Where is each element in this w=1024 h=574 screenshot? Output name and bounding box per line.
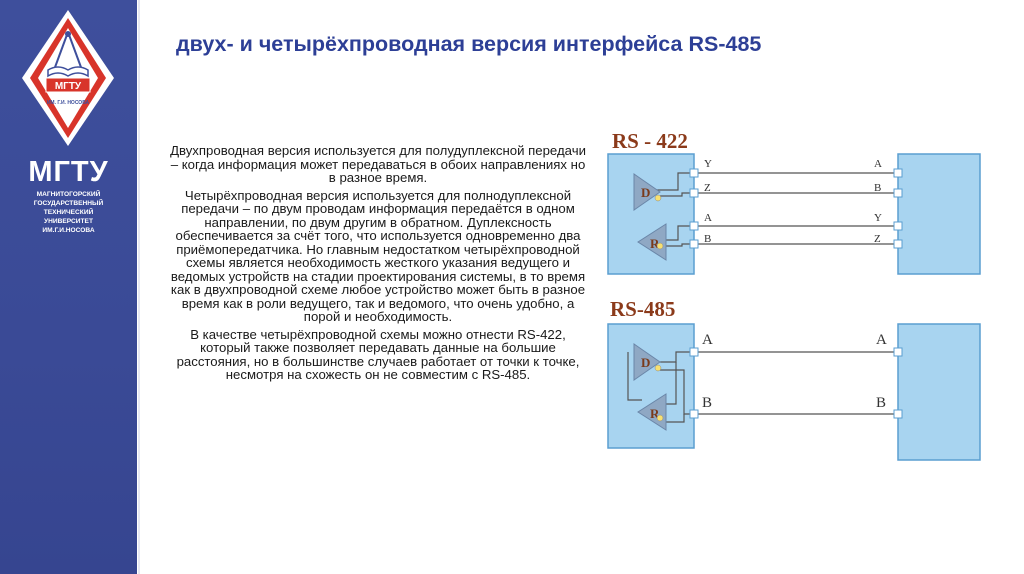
rs422-right-pin-a: A: [874, 158, 882, 170]
logo-text: МГТУ: [55, 81, 82, 92]
rs485-driver: [633, 343, 661, 381]
paragraph: Четырёхпроводная версия используется для…: [170, 187, 586, 324]
brand-line: ИМ.Г.И.НОСОВА: [42, 227, 95, 234]
rs485-title: RS-485: [610, 297, 675, 321]
brand-line: МАГНИТОГОРСКИЙ: [36, 191, 101, 198]
rs422-right-pin-b: B: [874, 182, 881, 194]
brand-line: ГОСУДАРСТВЕННЫЙ: [33, 200, 104, 207]
rs485-right-pin-b: B: [876, 395, 886, 411]
rs485-right-pin-a: A: [876, 332, 887, 348]
paragraph: Двухпроводная версия используется для по…: [170, 143, 586, 185]
rs422-title: RS - 422: [612, 129, 688, 153]
rs422-right-pin-y: Y: [874, 212, 882, 224]
rs485-pin-b: B: [702, 395, 712, 411]
rs422-receiver-label: R: [650, 236, 660, 251]
rs485-right-device: [897, 323, 981, 461]
rs485-pin-a: A: [702, 332, 713, 348]
brand-name: МГТУ: [28, 156, 109, 188]
rs422-pin-y: Y: [704, 158, 712, 170]
slide-body: Двухпроводная версия используется для по…: [168, 144, 588, 386]
rs422-driver-label: D: [641, 185, 650, 200]
logo-banner: ИМ. Г.И. НОСОВА: [47, 100, 90, 106]
rs485-left-device: [607, 323, 695, 449]
sidebar: МГТУ ИМ. Г.И. НОСОВА МГТУ МАГНИТОГОРСКИЙ…: [0, 0, 137, 574]
rs422-pin-a: A: [704, 212, 712, 224]
brand-line: УНИВЕРСИТЕТ: [44, 218, 93, 225]
rs422-right-pin-z: Z: [874, 233, 881, 245]
rs422-right-device: [897, 153, 981, 275]
rs422-left-device: [607, 153, 695, 275]
brand-line: ТЕХНИЧЕСКИЙ: [43, 209, 94, 216]
rs422-driver: [633, 173, 661, 211]
university-logo: МГТУ ИМ. Г.И. НОСОВА: [22, 10, 114, 146]
interface-diagram: RS - 422 D R Y Z A B A B Y Z RS-485: [607, 129, 981, 461]
slide-title: двух- и четырёхпроводная версия интерфей…: [176, 32, 762, 56]
rs485-driver-label: D: [641, 355, 650, 370]
rs422-pin-b: B: [704, 233, 711, 245]
rs485-receiver-label: R: [650, 406, 660, 421]
paragraph: В качестве четырёхпроводной схемы можно …: [176, 326, 580, 382]
rs422-receiver: [637, 223, 667, 261]
brand-subtitle: МАГНИТОГОРСКИЙ ГОСУДАРСТВЕННЫЙ ТЕХНИЧЕСК…: [0, 190, 137, 235]
divider: [138, 0, 140, 574]
rs422-pin-z: Z: [704, 182, 711, 194]
